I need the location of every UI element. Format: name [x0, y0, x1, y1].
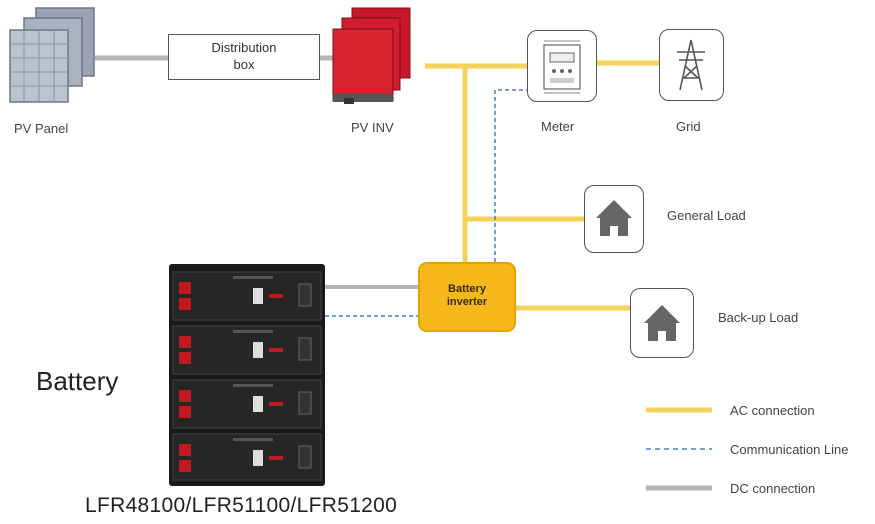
- legend-comm-label: Communication Line: [730, 442, 849, 457]
- battery-module: [172, 379, 322, 429]
- solar-panel-icon: [9, 7, 95, 103]
- meter-icon: [543, 40, 581, 94]
- backup-load-label: Back-up Load: [718, 310, 799, 325]
- battery-module: [172, 433, 322, 481]
- distribution-box-line2: box: [233, 57, 255, 72]
- battery-rack-icon: [169, 264, 325, 486]
- legend-swatches: [646, 407, 712, 491]
- pv-inverter-icon: [332, 7, 411, 104]
- meter-label: Meter: [541, 119, 575, 134]
- battery-inverter: Battery inverter: [418, 262, 516, 332]
- house-icon: [596, 200, 632, 236]
- general-load-label: General Load: [667, 208, 746, 223]
- pv-inverter-label: PV INV: [351, 120, 394, 135]
- house-icon: [644, 305, 680, 341]
- distribution-box: Distribution box: [168, 34, 320, 80]
- battery-inverter-line2: inverter: [446, 296, 488, 308]
- pv-panel-label: PV Panel: [14, 121, 69, 136]
- transmission-tower-icon: [677, 39, 705, 91]
- grid-label: Grid: [676, 119, 701, 134]
- legend-ac-label: AC connection: [730, 403, 815, 418]
- backup-load-box: [630, 288, 694, 358]
- battery-module: [172, 325, 322, 375]
- meter-box: [527, 30, 597, 102]
- grid-box: [659, 29, 724, 101]
- battery-inverter-line1: Battery: [448, 283, 486, 295]
- general-load-box: [584, 185, 644, 253]
- battery-module: [172, 271, 322, 321]
- distribution-box-line1: Distribution: [211, 40, 277, 55]
- battery-models-label: LFR48100/LFR51100/LFR51200: [85, 494, 398, 517]
- comm-line-meter: [494, 89, 527, 262]
- legend-dc-label: DC connection: [730, 481, 816, 496]
- battery-label: Battery: [36, 366, 119, 396]
